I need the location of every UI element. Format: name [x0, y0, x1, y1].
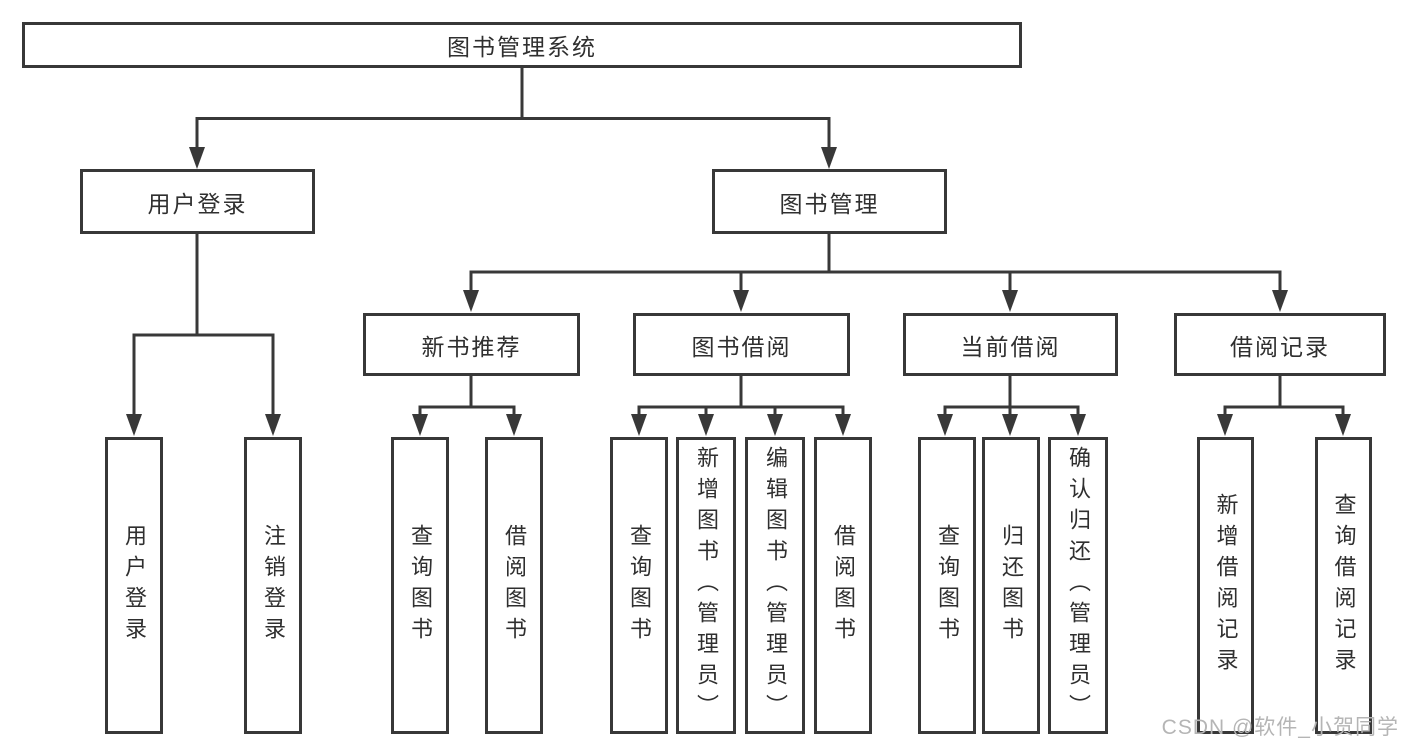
node-root: 图书管理系统 [22, 22, 1022, 68]
node-new-book-recommend: 新书推荐 [363, 313, 580, 376]
edge-newbook-to-leaves [418, 376, 516, 416]
leaf-return-books: 归还图书 [982, 437, 1040, 734]
leaf-query-books-current: 查询图书 [918, 437, 976, 734]
arrowheads [126, 147, 1351, 436]
leaf-borrow-books-label: 借阅图书 [831, 523, 856, 648]
leaf-query-books-current-label: 查询图书 [935, 523, 960, 648]
leaf-add-books-admin-label: 新增图书（管理员） [694, 446, 719, 725]
leaf-borrow-books: 借阅图书 [814, 437, 872, 734]
edge-userlogin-to-leaves [132, 234, 275, 416]
leaf-return-books-label: 归还图书 [999, 523, 1024, 648]
leaf-user-login: 用户登录 [105, 437, 163, 734]
leaf-query-books-recommend-label: 查询图书 [408, 523, 433, 648]
leaf-user-login-label: 用户登录 [122, 523, 147, 648]
leaf-add-books-admin: 新增图书（管理员） [676, 437, 736, 734]
edge-borrow-to-leaves [637, 376, 845, 416]
edge-records-to-leaves [1223, 376, 1345, 416]
node-book-borrow-label: 图书借阅 [691, 333, 792, 360]
leaf-query-borrow-record: 查询借阅记录 [1315, 437, 1372, 734]
leaf-query-books-borrow-label: 查询图书 [627, 523, 652, 648]
node-borrow-records-label: 借阅记录 [1230, 333, 1330, 360]
node-user-login: 用户登录 [80, 169, 315, 234]
edge-current-to-leaves [943, 376, 1080, 416]
node-book-management: 图书管理 [712, 169, 947, 234]
leaf-query-borrow-record-label: 查询借阅记录 [1331, 492, 1357, 679]
node-book-management-label: 图书管理 [779, 190, 880, 217]
node-borrow-records: 借阅记录 [1174, 313, 1386, 376]
leaf-borrow-books-recommend: 借阅图书 [485, 437, 543, 734]
leaf-add-borrow-record-label: 新增借阅记录 [1213, 492, 1239, 679]
leaf-confirm-return-admin-label: 确认归还（管理员） [1066, 446, 1091, 725]
leaf-query-books-recommend: 查询图书 [391, 437, 449, 734]
leaf-edit-books-admin-label: 编辑图书（管理员） [763, 446, 788, 725]
leaf-edit-books-admin: 编辑图书（管理员） [745, 437, 805, 734]
node-current-borrow-label: 当前借阅 [960, 333, 1061, 360]
edge-root-to-level2 [195, 68, 831, 150]
leaf-logout: 注销登录 [244, 437, 302, 734]
node-user-login-label: 用户登录 [147, 190, 248, 217]
edge-bookmgmt-to-level3 [469, 234, 1282, 293]
leaf-logout-label: 注销登录 [261, 523, 286, 648]
leaf-add-borrow-record: 新增借阅记录 [1197, 437, 1254, 734]
node-book-borrow: 图书借阅 [633, 313, 850, 376]
leaf-borrow-books-recommend-label: 借阅图书 [502, 523, 527, 648]
leaf-query-books-borrow: 查询图书 [610, 437, 668, 734]
node-root-label: 图书管理系统 [447, 34, 597, 60]
leaf-confirm-return-admin: 确认归还（管理员） [1048, 437, 1108, 734]
node-current-borrow: 当前借阅 [903, 313, 1118, 376]
node-new-book-recommend-label: 新书推荐 [421, 333, 522, 360]
